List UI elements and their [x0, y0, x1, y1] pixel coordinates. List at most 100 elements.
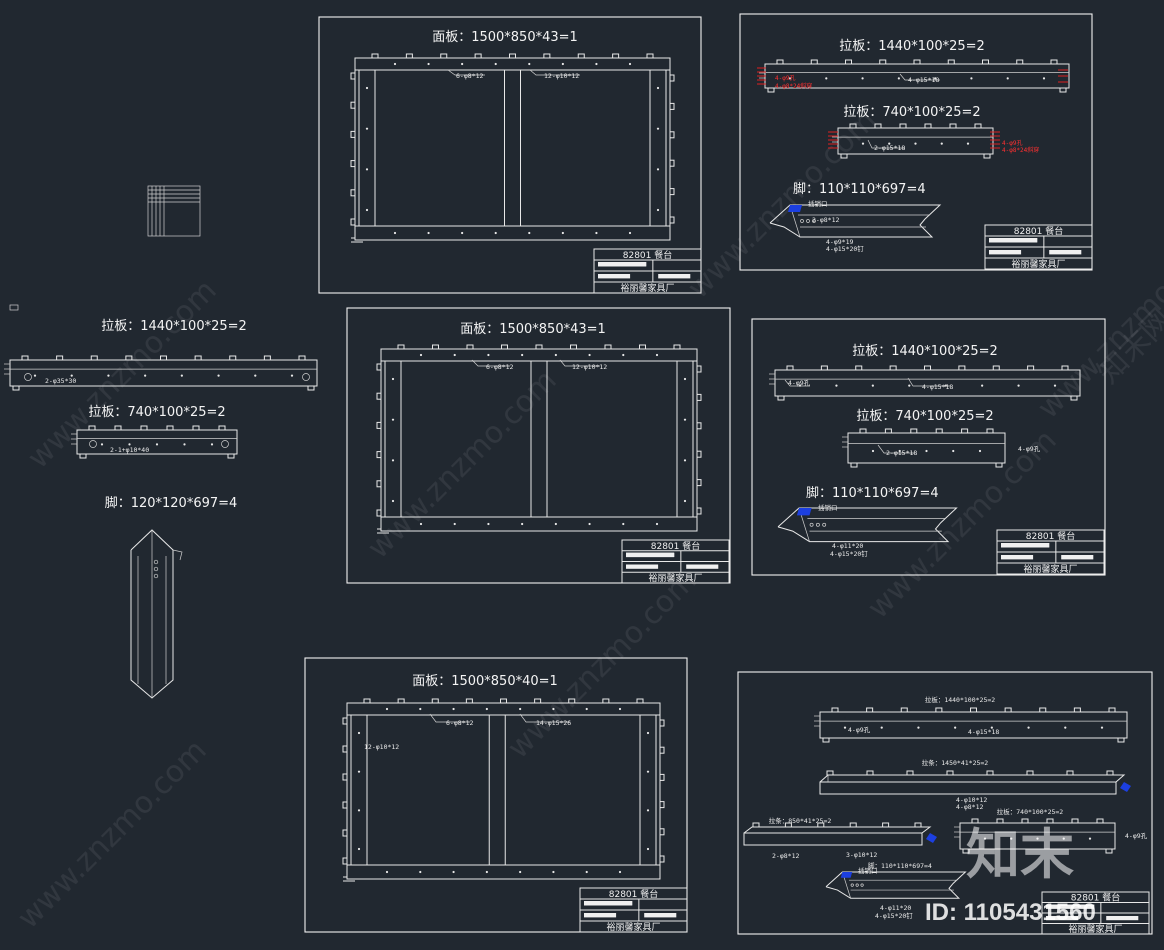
loose-long-title: 拉板：1440*100*25=2	[101, 319, 247, 334]
rect	[837, 127, 994, 155]
rect	[900, 707, 908, 713]
rect	[669, 131, 675, 139]
rect	[889, 365, 897, 371]
polyline	[743, 826, 932, 834]
circle	[24, 373, 32, 381]
circle	[800, 219, 804, 223]
hole	[970, 77, 973, 80]
tb-fill	[626, 552, 675, 558]
title-block-company: 裕丽馨家具厂	[1011, 258, 1065, 270]
insert-marker	[796, 508, 812, 516]
watermark-text: www.znzmo.com	[501, 563, 704, 766]
rect	[1096, 818, 1104, 824]
circle	[153, 573, 159, 579]
rect	[935, 707, 943, 713]
hole	[934, 77, 937, 80]
hole	[453, 522, 456, 526]
hole	[1088, 837, 1092, 840]
hole	[365, 127, 369, 130]
rect	[784, 822, 792, 828]
rect	[1073, 707, 1081, 713]
title-block-drawing-no: 82801 餐台	[1014, 225, 1064, 237]
br-long-title: 拉板：1440*100*25=2	[925, 695, 995, 704]
red-long-title: 拉板：1440*100*25=2	[839, 39, 985, 54]
rect	[1117, 737, 1125, 743]
title-block-company: 裕丽馨家具厂	[1023, 563, 1077, 575]
rect	[1108, 707, 1116, 713]
hole	[365, 86, 369, 90]
hole	[427, 231, 430, 235]
rect	[819, 781, 1117, 795]
rect	[612, 53, 620, 59]
rect	[307, 385, 315, 391]
rect	[227, 453, 235, 459]
rect	[342, 717, 348, 725]
hole	[595, 231, 598, 235]
rect	[509, 53, 516, 59]
rect	[974, 123, 982, 129]
hole	[393, 62, 397, 66]
hole	[144, 374, 147, 377]
mid-short-label-2: 4-φ9孔	[1018, 445, 1041, 453]
rect	[147, 185, 201, 237]
rect	[358, 69, 376, 227]
tb-fill	[1001, 555, 1034, 560]
hole	[897, 77, 900, 80]
rect	[696, 479, 702, 487]
rect	[659, 855, 665, 863]
hole	[357, 847, 361, 851]
rect	[639, 344, 646, 350]
polyline	[819, 774, 1126, 783]
watermark-logo: 知末	[966, 823, 1074, 886]
rect	[659, 801, 665, 809]
watermark-overlay: 知末 ID: 1105431560	[925, 823, 1096, 926]
mid-long-title: 拉板：1440*100*25=2	[852, 344, 998, 359]
rect	[696, 365, 702, 373]
hole	[646, 770, 650, 773]
br-leg-label-1: 4-φ11*20	[880, 904, 911, 912]
rect	[971, 818, 979, 824]
rect	[1027, 365, 1035, 371]
rect	[500, 698, 507, 704]
br-leg-title: 脚：110*110*697=4	[868, 861, 932, 870]
title-block-company: 裕丽馨家具厂	[648, 572, 702, 584]
br-rail-label-2: 4-φ8*12	[956, 803, 983, 811]
rect	[850, 462, 858, 468]
title-block-drawing-no: 82801 餐台	[1026, 530, 1076, 542]
hole	[925, 449, 928, 453]
rect	[696, 422, 702, 430]
red-short-note-2: 4-φ8*24斜穿	[1002, 146, 1039, 154]
hole	[585, 870, 588, 874]
circle	[812, 219, 816, 223]
rect	[350, 130, 356, 138]
rect	[577, 53, 585, 59]
hole	[646, 731, 650, 735]
rect	[822, 737, 830, 743]
polyline	[519, 713, 570, 723]
rect	[380, 348, 698, 362]
rect	[488, 714, 506, 866]
hole	[521, 353, 524, 357]
hole	[217, 374, 220, 377]
rect	[1026, 770, 1034, 776]
hole	[981, 384, 984, 387]
tb-fill	[598, 262, 647, 267]
watermark-id: ID: 1105431560	[925, 899, 1096, 926]
rect	[350, 714, 368, 866]
rect	[935, 428, 943, 434]
rect	[958, 365, 966, 371]
rect	[826, 770, 834, 776]
mid-long-label-2: 4-φ15*18	[922, 383, 953, 391]
tb-fill	[598, 274, 631, 279]
circle	[855, 883, 859, 887]
rect	[342, 745, 348, 753]
tb-fill	[1049, 250, 1082, 255]
rect	[604, 344, 612, 350]
rect	[751, 318, 1106, 576]
panel-b-label-2: 12-φ10*12	[572, 363, 607, 371]
red-leg-title: 脚：110*110*697=4	[793, 181, 926, 197]
hole	[622, 353, 625, 357]
rect	[465, 698, 473, 704]
